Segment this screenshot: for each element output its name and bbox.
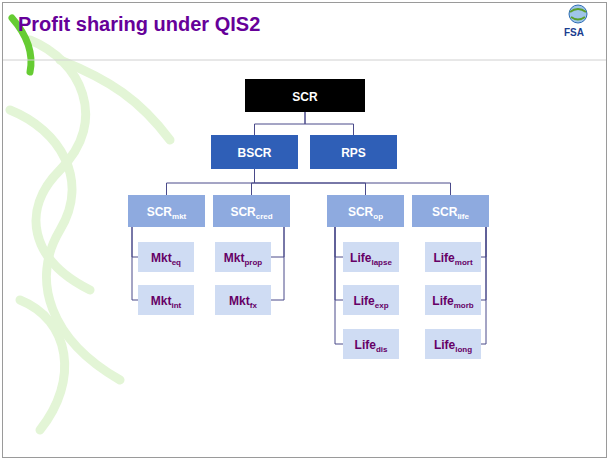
tree-connector	[255, 169, 451, 195]
box-label: Mktfx	[229, 291, 257, 310]
box-label: SCRlife	[432, 202, 469, 221]
tree-connector	[167, 169, 255, 195]
subscript-text: eq	[172, 258, 181, 267]
tree-connector	[271, 227, 284, 300]
subscript-text: mkt	[172, 212, 186, 221]
box-label: SCR	[292, 87, 317, 105]
submodule-box: Mktfx	[215, 285, 271, 315]
submodule-box: Mktint	[138, 285, 194, 315]
box-label: Lifedis	[355, 335, 388, 354]
group-box: RPS	[310, 135, 397, 169]
tree-connector	[481, 227, 486, 344]
box-label: SCRmkt	[147, 202, 187, 221]
subscript-text: dis	[376, 345, 388, 354]
box-text: SCR	[230, 205, 255, 219]
slide-frame	[3, 3, 607, 458]
subscript-text: cred	[256, 212, 273, 221]
box-text: Mkt	[229, 294, 250, 308]
subscript-text: morb	[454, 301, 474, 310]
box-text: Life	[350, 251, 371, 265]
box-text: Life	[353, 294, 374, 308]
slide-title: Profit sharing under QIS2	[18, 13, 260, 36]
box-text: SCR	[292, 90, 317, 104]
subscript-text: lapse	[371, 258, 391, 267]
submodule-box: Lifemort	[425, 242, 481, 272]
box-text: Mkt	[151, 294, 172, 308]
box-label: Mkteq	[151, 248, 181, 267]
module-box: SCRmkt	[128, 195, 205, 227]
swirl-watermark	[10, 40, 170, 430]
box-text: Life	[355, 338, 376, 352]
box-text: Life	[434, 338, 455, 352]
subscript-text: fx	[250, 301, 257, 310]
box-text: RPS	[341, 146, 366, 160]
box-text: Life	[432, 294, 453, 308]
submodule-box: Mkteq	[138, 242, 194, 272]
tree-connector	[335, 227, 343, 344]
tree-connector	[255, 112, 306, 135]
box-label: Lifemort	[433, 248, 472, 267]
submodule-box: Lifedis	[343, 329, 399, 359]
box-label: Lifelong	[434, 335, 472, 354]
module-box: SCRlife	[412, 195, 489, 227]
submodule-box: Lifeexp	[343, 285, 399, 315]
box-label: Lifeexp	[353, 291, 388, 310]
tree-connector	[335, 227, 343, 257]
submodule-box: Lifemorb	[425, 285, 481, 315]
box-label: Mktprop	[224, 248, 262, 267]
box-label: BSCR	[237, 143, 271, 161]
subscript-text: life	[457, 212, 469, 221]
box-label: Lifemorb	[432, 291, 473, 310]
tree-connector	[271, 227, 284, 257]
subscript-text: long	[455, 345, 472, 354]
submodule-box: Lifelapse	[343, 242, 399, 272]
subscript-text: int	[171, 301, 181, 310]
box-text: SCR	[432, 205, 457, 219]
tree-connector	[255, 169, 366, 195]
root-box: SCR	[245, 79, 365, 112]
box-text: SCR	[348, 205, 373, 219]
tree-connector	[481, 227, 486, 257]
submodule-box: Mktprop	[215, 242, 271, 272]
box-label: Mktint	[151, 291, 181, 310]
tree-connector	[305, 112, 354, 135]
box-text: Mkt	[224, 251, 245, 265]
subscript-text: mort	[455, 258, 473, 267]
submodule-box: Lifelong	[425, 329, 481, 359]
box-label: RPS	[341, 143, 366, 161]
box-text: SCR	[147, 205, 172, 219]
logo-text: FSA	[564, 27, 584, 38]
box-text: BSCR	[237, 146, 271, 160]
subscript-text: exp	[375, 301, 389, 310]
module-box: SCRcred	[213, 195, 290, 227]
box-text: Life	[433, 251, 454, 265]
box-label: Lifelapse	[350, 248, 392, 267]
module-box: SCRop	[327, 195, 404, 227]
header-rule	[3, 60, 606, 61]
box-label: SCRop	[348, 202, 383, 221]
tree-connector	[481, 227, 486, 300]
tree-connector	[335, 227, 343, 300]
fsa-globe-logo	[569, 5, 587, 23]
box-text: Mkt	[151, 251, 172, 265]
subscript-text: op	[373, 212, 383, 221]
group-box: BSCR	[211, 135, 298, 169]
box-label: SCRcred	[230, 202, 272, 221]
subscript-text: prop	[244, 258, 262, 267]
